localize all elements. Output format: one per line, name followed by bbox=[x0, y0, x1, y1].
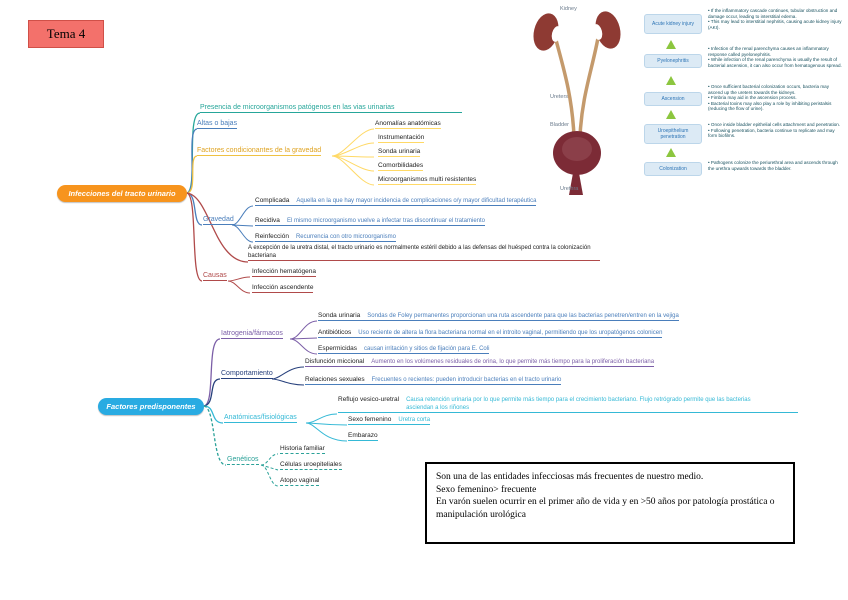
note-pyelonephritis: • Infection of the renal parenchyma caus… bbox=[708, 46, 842, 68]
node-historia-familiar: Historia familiar bbox=[280, 445, 325, 454]
root-factores-predisponentes: Factores predisponentes bbox=[98, 398, 204, 415]
node-reflujo: Reflujo vesico-uretral Causa retención u… bbox=[338, 396, 798, 413]
flow-arrow-up-icon bbox=[666, 40, 676, 49]
note-colonization: • Pathogens colonize the periurethral ar… bbox=[708, 160, 838, 171]
node-reinfeccion-desc: Recurrencia con otro microorganismo bbox=[295, 234, 397, 240]
label-ureters: Ureters bbox=[550, 94, 569, 100]
node-espermicidas-desc: causan irritación y sitios de fijación p… bbox=[364, 346, 490, 352]
node-recidiva: Recidiva El mismo microorganismo vuelve … bbox=[255, 217, 486, 226]
stage-ascension: Ascension bbox=[644, 92, 702, 106]
note-line-3: En varón suelen ocurrir en el primer año… bbox=[436, 497, 775, 520]
node-disfuncion-label: Disfunción miccional bbox=[305, 358, 365, 365]
node-infeccion-ascendente: Infección ascendente bbox=[252, 284, 314, 293]
stage-pyelonephritis: Pyelonephritis bbox=[644, 54, 702, 68]
label-urethra: Urethra bbox=[560, 186, 579, 192]
root-factores-label: Factores predisponentes bbox=[106, 402, 196, 411]
stage-colonization-label: Colonization bbox=[659, 166, 687, 172]
branch-altas-bajas: Altas o bajas bbox=[197, 120, 238, 129]
node-complicada-desc: Aquella en la que hay mayor incidencia d… bbox=[296, 198, 537, 204]
stage-aki-label: Acute kidney injury bbox=[652, 21, 694, 27]
label-kidney: Kidney bbox=[560, 6, 577, 12]
node-atopo-vaginal: Atopo vaginal bbox=[280, 477, 320, 486]
note-line-2: Sexo femenino> frecuente bbox=[436, 484, 537, 495]
node-anomalias: Anomalías anatómicas bbox=[375, 120, 441, 129]
urinary-tract-illustration: Kidney Ureters Bladder Urethra bbox=[520, 4, 652, 200]
tema-badge: Tema 4 bbox=[28, 20, 104, 48]
branch-gravedad: Gravedad bbox=[203, 216, 234, 225]
epidemiology-note-box: Son una de las entidades infecciosas más… bbox=[425, 462, 795, 544]
node-relaciones-sexuales: Relaciones sexuales Frecuentes o recient… bbox=[305, 376, 562, 385]
root-infecciones-label: Infecciones del tracto urinario bbox=[68, 189, 176, 198]
flow-arrow-up-icon bbox=[666, 110, 676, 119]
urinary-tract-drawing bbox=[533, 11, 621, 195]
node-sexo-label: Sexo femenino bbox=[348, 416, 392, 423]
branch-causas: Causas bbox=[203, 272, 227, 281]
node-esteril-note: A excepción de la uretra distal, el trac… bbox=[248, 244, 600, 261]
node-relaciones-desc: Frecuentes o recientes: pueden introduci… bbox=[371, 377, 562, 383]
node-sexo-femenino: Sexo femenino Uretra corta bbox=[348, 416, 431, 425]
note-line-1: Son una de las entidades infecciosas más… bbox=[436, 472, 704, 482]
node-reinfeccion: Reinfección Recurrencia con otro microor… bbox=[255, 233, 397, 242]
node-relaciones-label: Relaciones sexuales bbox=[305, 376, 365, 383]
node-antibioticos-label: Antibióticos bbox=[318, 329, 352, 336]
node-reflujo-desc: Causa retención urinaria por lo que perm… bbox=[406, 397, 751, 411]
node-antibioticos-desc: Uso reciente de altera la flora bacteria… bbox=[358, 330, 663, 336]
node-sonda-foley-label: Sonda urinaria bbox=[318, 312, 361, 319]
stage-uroepithelium-penetration: Uroepithelium penetration bbox=[644, 124, 702, 144]
node-sonda-foley: Sonda urinaria Sondas de Foley permanent… bbox=[318, 312, 679, 321]
node-complicada-label: Complicada bbox=[255, 197, 290, 204]
branch-presencia: Presencia de microorganismos patógenos e… bbox=[200, 104, 462, 113]
node-reinfeccion-label: Reinfección bbox=[255, 233, 289, 240]
node-espermicidas: Espermicidas causan irritación y sitios … bbox=[318, 345, 490, 354]
node-antibioticos: Antibióticos Uso reciente de altera la f… bbox=[318, 329, 663, 338]
label-bladder: Bladder bbox=[550, 122, 569, 128]
stage-ascension-label: Ascension bbox=[661, 96, 685, 102]
flow-arrow-up-icon bbox=[666, 148, 676, 157]
node-instrumentacion: Instrumentación bbox=[378, 134, 425, 143]
node-reflujo-label: Reflujo vesico-uretral bbox=[338, 396, 400, 403]
tema-label: Tema 4 bbox=[46, 26, 86, 41]
node-recidiva-label: Recidiva bbox=[255, 217, 280, 224]
branch-geneticos: Genéticos bbox=[227, 456, 259, 465]
node-complicada: Complicada Aquella en la que hay mayor i… bbox=[255, 197, 537, 206]
node-multirresistentes: Microorganismos multi resistentes bbox=[378, 176, 477, 185]
node-espermicidas-label: Espermicidas bbox=[318, 345, 358, 352]
node-disfuncion-desc: Aumento en los volúmenes residuales de o… bbox=[371, 359, 655, 365]
node-sonda-foley-desc: Sondas de Foley permanentes proporcionan… bbox=[367, 313, 679, 319]
node-sexo-desc: Uretra corta bbox=[398, 417, 431, 423]
note-acute-kidney-injury: • If the inflammatory cascade continues,… bbox=[708, 8, 842, 30]
node-sonda-urinaria: Sonda urinaria bbox=[378, 148, 421, 157]
branch-comportamiento: Comportamiento bbox=[221, 370, 273, 379]
stage-pyelo-label: Pyelonephritis bbox=[657, 58, 689, 64]
node-disfuncion-miccional: Disfunción miccional Aumento en los volú… bbox=[305, 358, 655, 367]
node-celulas-uroepiteliales: Células uroepiteliales bbox=[280, 461, 342, 470]
flow-arrow-up-icon bbox=[666, 76, 676, 85]
root-infecciones: Infecciones del tracto urinario bbox=[57, 185, 187, 202]
note-ascension: • Once sufficient bacterial colonization… bbox=[708, 84, 832, 112]
stage-colonization: Colonization bbox=[644, 162, 702, 176]
node-comorbilidades: Comorbilidades bbox=[378, 162, 424, 171]
branch-factores-gravedad: Factores condicionantes de la gravedad bbox=[197, 147, 322, 156]
stage-penetration-label: Uroepithelium penetration bbox=[657, 128, 689, 140]
node-embarazo: Embarazo bbox=[348, 432, 378, 441]
note-uroepithelium-penetration: • Once inside bladder epithelial cells a… bbox=[708, 122, 841, 139]
branch-iatrogenia: Iatrogenia/fármacos bbox=[221, 330, 283, 339]
stage-acute-kidney-injury: Acute kidney injury bbox=[644, 14, 702, 34]
node-recidiva-desc: El mismo microorganismo vuelve a infecta… bbox=[286, 218, 486, 224]
node-infeccion-hematogena: Infección hematógena bbox=[252, 268, 316, 277]
branch-anatomicas: Anatómicas/fisiológicas bbox=[224, 414, 297, 423]
